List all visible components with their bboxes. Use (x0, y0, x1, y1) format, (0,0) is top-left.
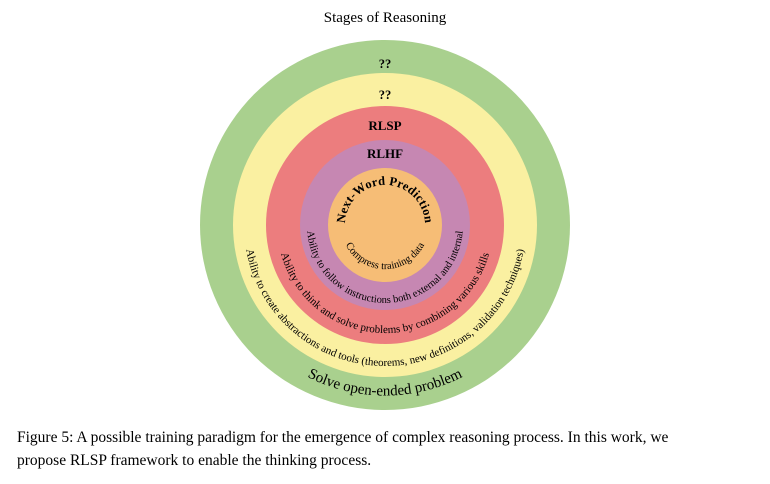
ring-circle-center-orange (328, 168, 442, 282)
figure-caption-line2: propose RLSP framework to enable the thi… (17, 452, 372, 469)
outer-ring-top-label: ?? (379, 57, 392, 71)
figure-caption: Figure 5: A possible training paradigm f… (17, 426, 765, 472)
yellow-ring-top-label: ?? (379, 88, 392, 102)
rlsp-label: RLSP (368, 118, 401, 133)
figure-caption-line1: Figure 5: A possible training paradigm f… (17, 429, 669, 446)
diagram-title: Stages of Reasoning (323, 10, 447, 26)
rlhf-label: RLHF (367, 146, 403, 161)
